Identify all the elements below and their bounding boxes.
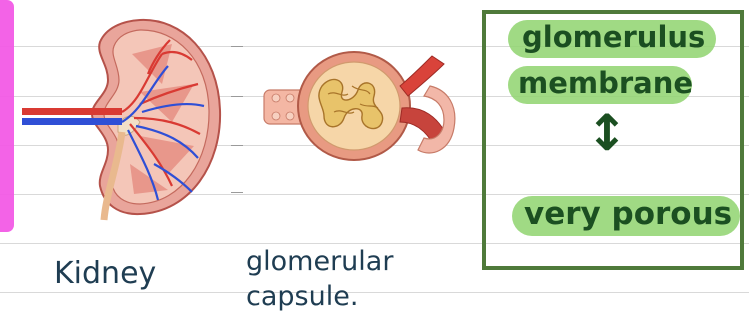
label-tick [231,46,243,47]
double-arrow-icon: ↕ [586,104,628,162]
kidney-illustration [22,14,232,224]
note-line-membrane: membrane [518,66,693,100]
glomerular-capsule-illustration [262,46,462,171]
note-line-glomerulus: glomerulus [522,20,705,54]
capsule-label-line1: glomerular [246,246,393,277]
ruled-line [0,292,749,293]
label-tick [231,192,243,193]
label-tick [231,145,243,146]
label-tick [231,96,243,97]
kidney-label: Kidney [54,256,156,291]
capsule-label-line2: capsule. [246,281,358,312]
pink-highlighter-mark [0,0,14,232]
note-line-very-porous: very porous [524,196,732,232]
